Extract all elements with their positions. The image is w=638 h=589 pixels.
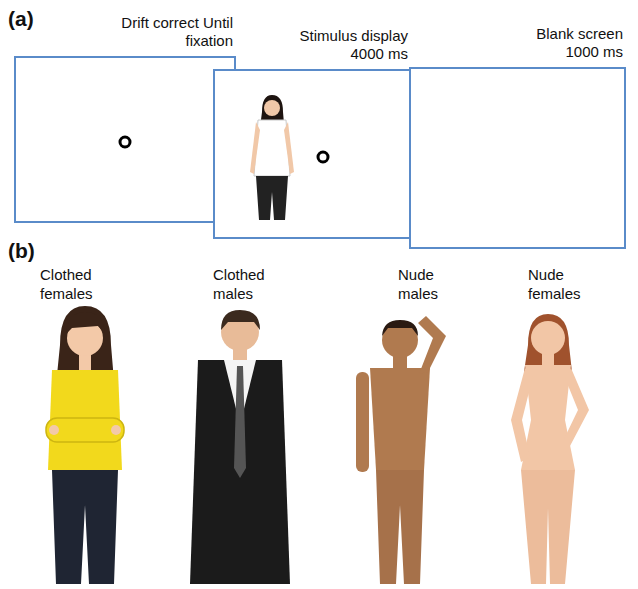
clothed-female-figure (46, 306, 124, 584)
screen-heading: Blank screen 1000 ms (517, 25, 623, 63)
fixation-point (120, 137, 130, 147)
screen: Drift correct Until fixation (15, 57, 235, 222)
condition-label: Nude males (398, 266, 456, 304)
clothed-male-figure (190, 310, 290, 584)
screen-heading: Drift correct Until fixation (121, 14, 233, 52)
condition-label: Clothed males (213, 266, 285, 304)
panel-letter: (b) (8, 238, 48, 264)
screen-heading: Stimulus display 4000 ms (282, 27, 408, 65)
panel-letter: (a) (8, 6, 48, 32)
screen: Stimulus display 4000 ms (214, 70, 410, 238)
screen: Blank screen 1000 ms (410, 68, 625, 248)
screen-frame (214, 70, 410, 238)
nude-male-figure (356, 316, 446, 584)
screen-frame (15, 57, 235, 222)
stimulus-figure (250, 95, 294, 220)
nude-female-figure (511, 314, 589, 584)
condition-label: Nude females (528, 266, 592, 304)
screen-frame (410, 68, 625, 248)
condition-label: Clothed females (40, 266, 112, 304)
fixation-point (318, 152, 328, 162)
